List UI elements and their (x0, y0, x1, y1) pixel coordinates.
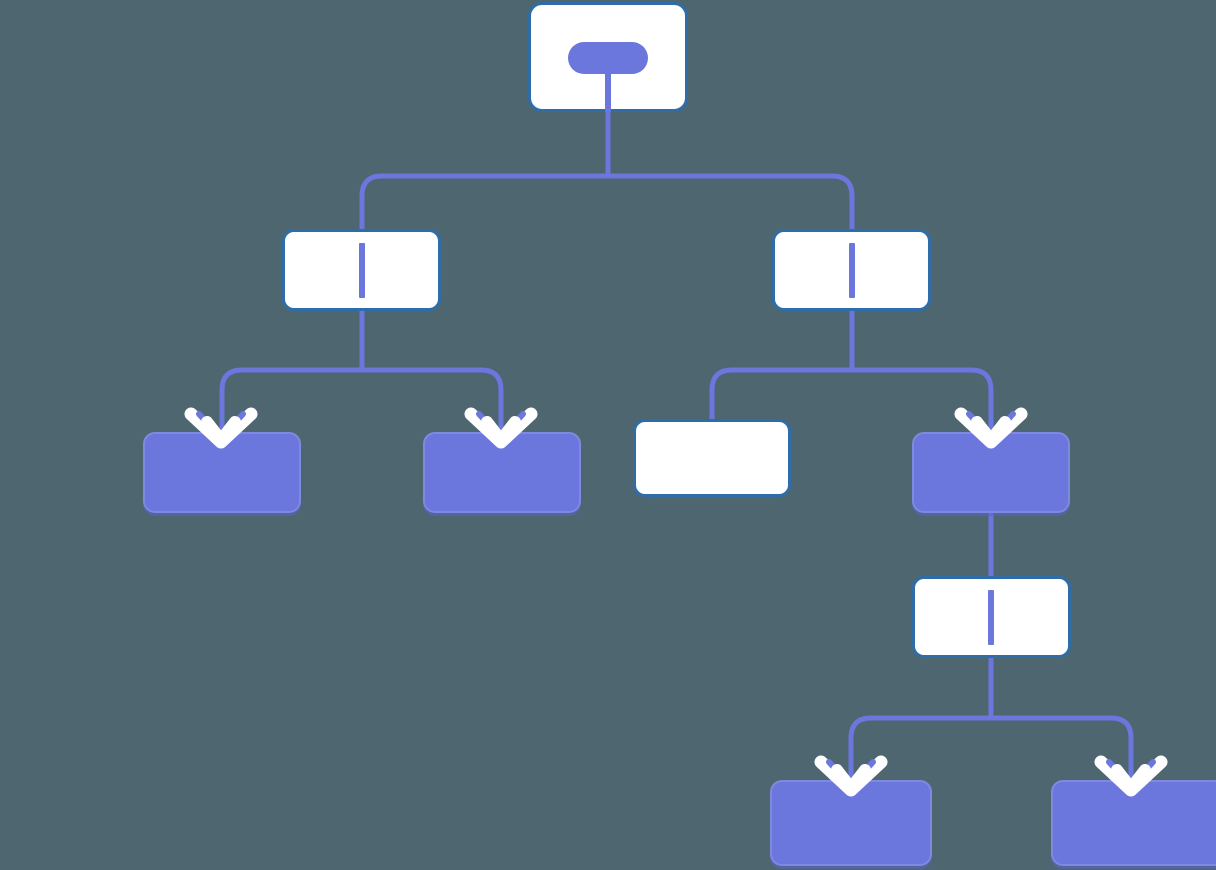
branch-node-right-inner-connector (849, 243, 855, 298)
plain-card-node[interactable] (633, 419, 791, 497)
leaf-node-5[interactable] (1051, 780, 1216, 866)
leaf-node-4[interactable] (770, 780, 932, 866)
edge-root-to-right-branch (605, 112, 855, 229)
edge-sub-branch-to-leaf-5 (988, 658, 1134, 780)
edge-left-branch-to-leaf-2 (359, 311, 504, 432)
leaf-node-1[interactable] (143, 432, 301, 513)
edge-right-branch-to-leaf-3 (849, 311, 994, 432)
edge-right-branch-to-plain-card (709, 311, 855, 419)
edge-sub-branch-to-leaf-4 (848, 658, 994, 780)
edge-left-branch-to-leaf-1 (219, 311, 365, 432)
sub-branch-node-inner-connector (988, 590, 994, 645)
branch-node-left-inner-connector (359, 243, 365, 298)
root-pill-stem (605, 70, 611, 112)
leaf-node-2[interactable] (423, 432, 581, 513)
edge-root-to-left-branch (359, 112, 611, 229)
root-pill-badge (568, 42, 648, 74)
leaf-node-3[interactable] (912, 432, 1070, 513)
